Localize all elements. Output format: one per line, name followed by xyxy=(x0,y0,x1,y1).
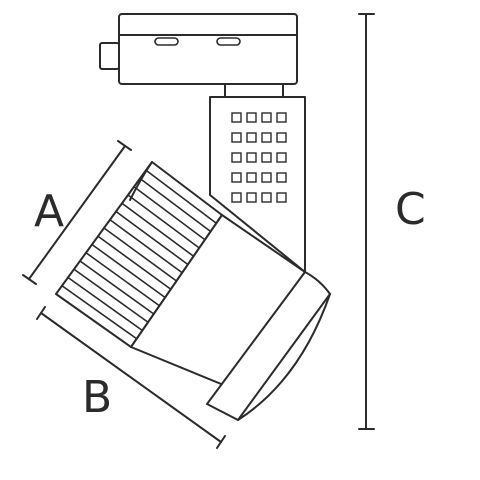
heatsink-fin xyxy=(121,202,195,257)
dimension-a-tick-top xyxy=(117,140,132,151)
vent-hole xyxy=(261,132,272,143)
dimension-b-label: B xyxy=(82,372,112,423)
dimension-a-label: A xyxy=(34,186,64,237)
heatsink-fins xyxy=(61,169,217,340)
vent-hole xyxy=(231,172,242,183)
adapter-neck xyxy=(224,83,284,98)
vent-hole xyxy=(276,132,287,143)
heatsink-fin xyxy=(91,243,166,299)
heatsink-fin xyxy=(103,227,177,282)
heatsink-fin xyxy=(67,276,143,332)
dimension-a-line xyxy=(28,145,126,280)
dimension-b-tick-right xyxy=(216,435,226,449)
front-lens-ring xyxy=(206,271,331,421)
vent-hole xyxy=(246,152,257,163)
heatsink-fin xyxy=(97,235,172,290)
vent-hole xyxy=(231,132,242,143)
heatsink-fin xyxy=(79,260,155,315)
heatsink-fin xyxy=(133,186,206,241)
vent-hole xyxy=(246,132,257,143)
dimension-b-line xyxy=(40,312,222,443)
vent-grid xyxy=(231,112,287,203)
support-arm xyxy=(209,96,306,273)
adapter-body xyxy=(118,13,298,85)
heatsink-fin xyxy=(61,285,138,340)
heatsink-fin xyxy=(85,252,160,307)
vent-hole xyxy=(276,152,287,163)
front-lens-curve xyxy=(237,293,331,421)
heatsink-fin xyxy=(73,268,149,323)
dimension-a-tick-bottom xyxy=(22,274,37,285)
heatsink-fin xyxy=(127,194,200,249)
vent-hole xyxy=(246,172,257,183)
lamp-head xyxy=(55,161,331,421)
dimension-c-label: C xyxy=(395,184,426,235)
vent-hole xyxy=(261,152,272,163)
vent-hole xyxy=(246,192,257,203)
vent-hole xyxy=(276,172,287,183)
vent-hole xyxy=(231,152,242,163)
dimension-c: C xyxy=(358,13,426,430)
adapter-side-tab xyxy=(99,42,120,70)
vent-hole xyxy=(261,192,272,203)
heatsink-fin xyxy=(145,169,217,224)
heatsink-fin xyxy=(109,219,183,274)
vent-hole xyxy=(261,172,272,183)
vent-hole xyxy=(246,112,257,123)
vent-hole xyxy=(276,112,287,123)
track-adapter xyxy=(99,13,298,98)
vent-hole xyxy=(276,192,287,203)
vent-hole xyxy=(231,192,242,203)
heatsink-top-edge xyxy=(129,161,153,201)
adapter-slot-left xyxy=(154,37,179,46)
vent-hole xyxy=(231,112,242,123)
heatsink-fin xyxy=(115,210,189,266)
dimension-b: B xyxy=(36,306,226,449)
heatsink-fin xyxy=(139,177,212,233)
dimension-a: A xyxy=(22,140,132,285)
adapter-slot-right xyxy=(216,37,241,46)
dimension-b-tick-left xyxy=(36,306,46,320)
vent-hole xyxy=(261,112,272,123)
